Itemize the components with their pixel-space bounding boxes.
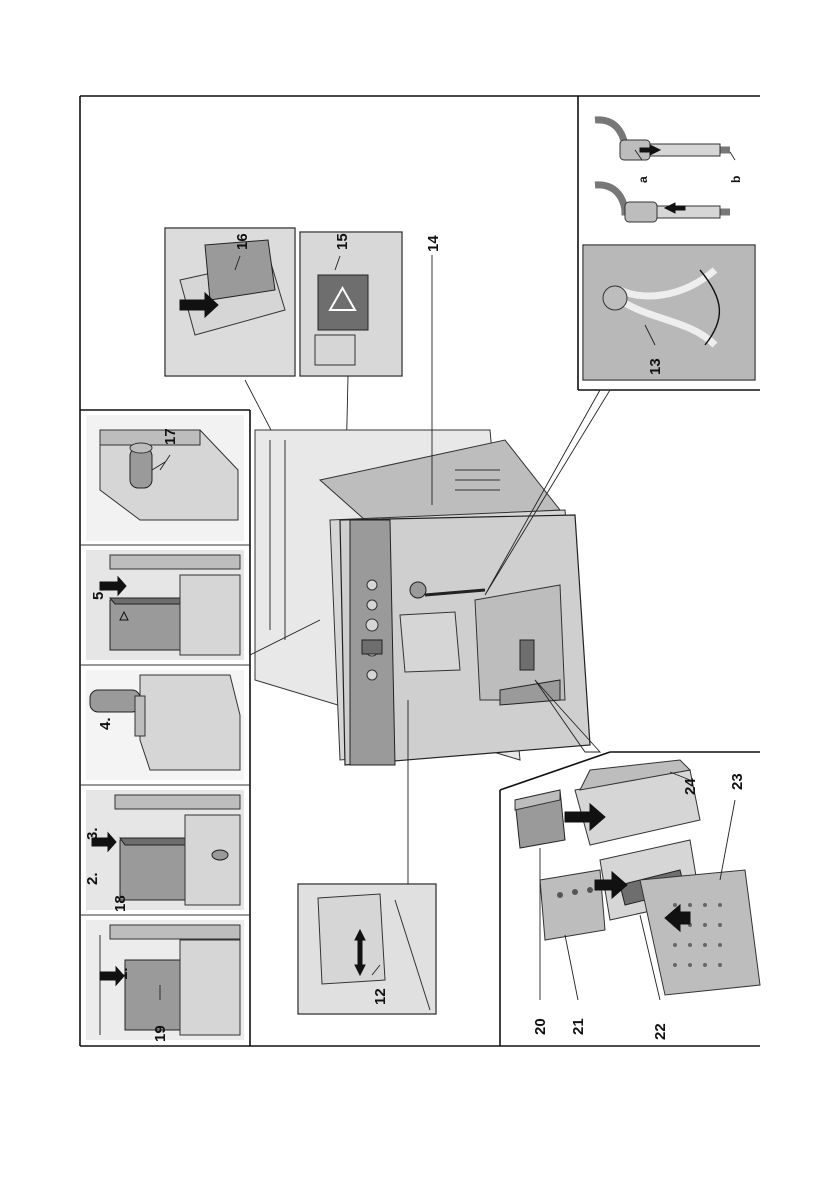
callout-label: 20 [532,1018,549,1035]
callout-label: 15 [334,233,351,250]
callout-label: 23 [729,773,746,790]
callout-label: 22 [652,1023,669,1040]
callout-label: 14 [425,235,442,252]
callout-label: 17 [162,428,179,445]
callout-label: a [636,176,650,183]
callout-label: 1. [114,967,131,980]
callout-label: 21 [570,1018,587,1035]
callout-label: 5. [90,587,107,600]
coffee-machine [255,430,590,765]
callout-label: b [729,176,743,183]
callout-label: 16 [234,233,251,250]
panel-step-2-3 [86,790,244,910]
inset-brew-door [298,884,436,1014]
drip-tray-parts [515,760,760,995]
inset-tube-ends [595,120,730,222]
callout-label: 19 [152,1025,169,1042]
callout-label: 13 [647,358,664,375]
callout-label: 18 [112,895,129,912]
callout-label: 4. [97,717,114,730]
callout-label: 24 [682,778,699,795]
inset-drip-tray-cover [165,228,295,376]
inset-milk-tube [583,245,755,380]
inset-warning-flap [300,232,402,376]
panel-step-5 [86,550,244,660]
callout-label: 12 [372,988,389,1005]
callout-label: 3. [84,827,101,840]
callout-label: 2. [84,872,101,885]
